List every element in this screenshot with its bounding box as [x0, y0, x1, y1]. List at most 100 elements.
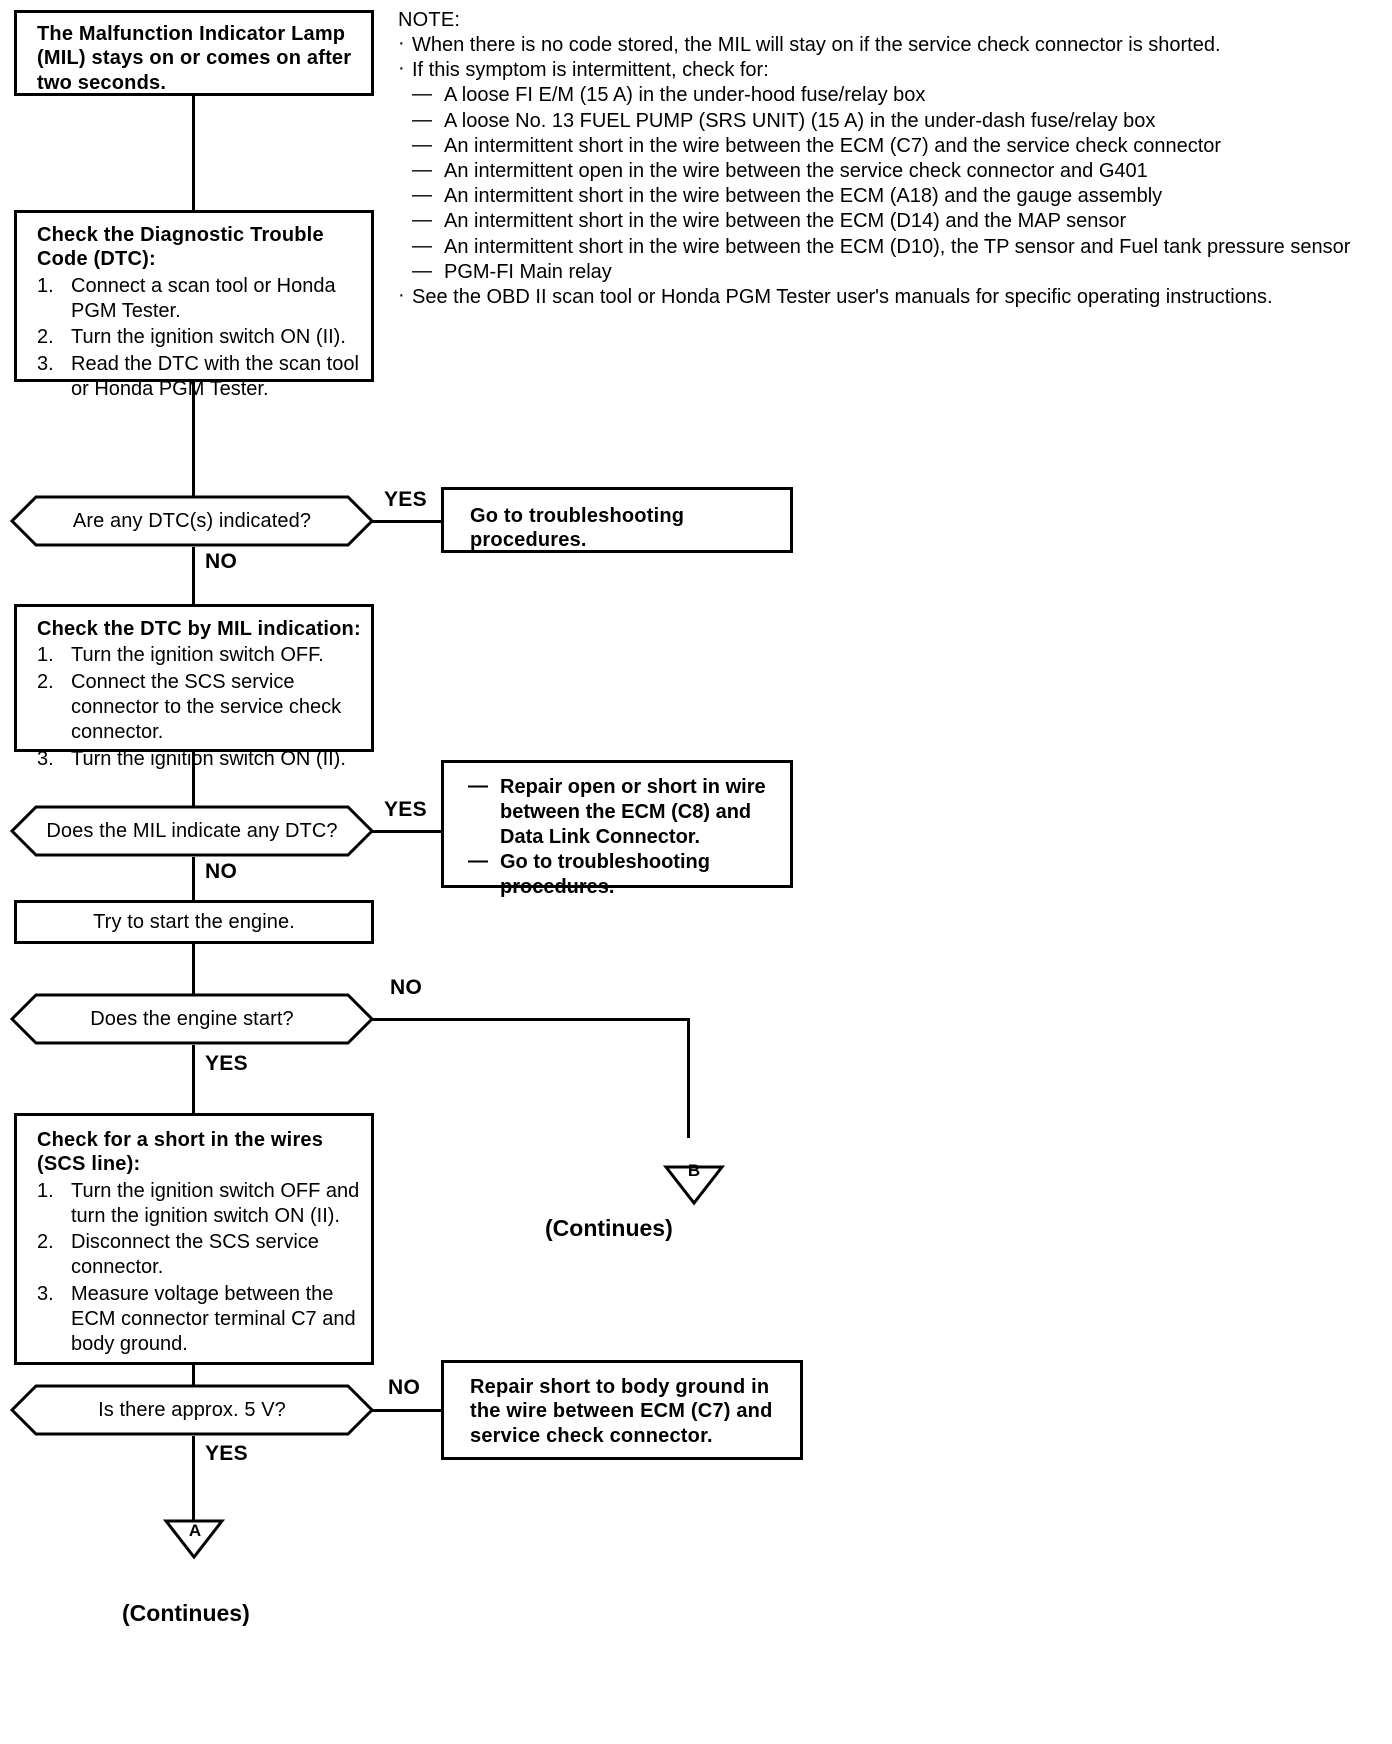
- no-branch-line-decision2: [192, 857, 195, 901]
- note-sub-item-text: An intermittent short in the wire betwee…: [444, 185, 1163, 208]
- step-number: 2.: [37, 326, 54, 349]
- symptom-box: The Malfunction Indicator Lamp (MIL) sta…: [14, 10, 374, 96]
- goto-troubleshooting-box: Go to troubleshooting procedures.: [441, 487, 793, 553]
- note-sub-item: — An intermittent open in the wire betwe…: [398, 159, 1378, 184]
- no-label-decision1: NO: [205, 550, 238, 573]
- step-text: Turn the ignition switch ON (II).: [71, 326, 346, 349]
- bullet-icon: ·: [398, 57, 405, 80]
- bullet-icon: ·: [398, 283, 405, 306]
- step-number: 1.: [37, 1179, 54, 1202]
- check-dtc-steps: 1. Connect a scan tool or Honda PGM Test…: [37, 274, 361, 402]
- note-sub-item: — An intermittent short in the wire betw…: [398, 184, 1378, 209]
- step-text: Connect the SCS service connector to the…: [71, 671, 342, 743]
- yes-branch-line-decision2: [372, 830, 444, 833]
- connector-b: B: [600, 1133, 776, 1207]
- note-sub-item: — PGM-FI Main relay: [398, 260, 1378, 285]
- check-dtc-box: Check the Diagnostic Trouble Code (DTC):…: [14, 210, 374, 400]
- note-bullet-2-text: If this symptom is intermittent, check f…: [412, 59, 769, 82]
- yes-label-decision2: YES: [384, 798, 427, 821]
- yes-label-decision3: YES: [205, 1052, 248, 1075]
- no-label-decision2: NO: [205, 860, 238, 883]
- note-bullet-1-text: When there is no code stored, the MIL wi…: [412, 34, 1221, 56]
- step-text: Turn the ignition switch OFF and turn th…: [71, 1179, 360, 1227]
- symptom-text: The Malfunction Indicator Lamp (MIL) sta…: [37, 23, 352, 94]
- dash-icon: —: [468, 775, 488, 797]
- step-text: Turn the ignition switch ON (II).: [71, 747, 346, 770]
- check-dtc-heading-line1: Check the Diagnostic Trouble: [37, 224, 324, 246]
- no-branch-drop-line-decision3: [687, 1018, 690, 1138]
- note-bullet-3-text: See the OBD II scan tool or Honda PGM Te…: [412, 285, 1273, 308]
- check-mil-steps: 1. Turn the ignition switch OFF. 2. Conn…: [37, 643, 361, 771]
- note-sub-list: — A loose FI E/M (15 A) in the under-hoo…: [398, 83, 1378, 285]
- decision-engine-start-question: Does the engine start?: [90, 1007, 294, 1030]
- step-number: 3.: [37, 1282, 54, 1305]
- note-sub-item: — An intermittent short in the wire betw…: [398, 134, 1378, 159]
- yes-branch-line-decision3: [192, 1045, 195, 1113]
- decision-engine-start: Does the engine start?: [10, 993, 374, 1045]
- try-start-text: Try to start the engine.: [93, 911, 295, 933]
- dash-icon: —: [468, 850, 488, 873]
- note-bullet-1: · When there is no code stored, the MIL …: [398, 32, 1378, 58]
- step-number: 3.: [37, 353, 54, 376]
- note-sub-item-text: PGM-FI Main relay: [444, 260, 612, 283]
- no-branch-line-decision3: [372, 1018, 690, 1021]
- note-sub-item: — A loose No. 13 FUEL PUMP (SRS UNIT) (1…: [398, 109, 1378, 134]
- connector-a: A: [120, 1515, 270, 1589]
- repair-body-ground-box: Repair short to body ground in the wire …: [441, 1360, 803, 1460]
- check-scs-box: Check for a short in the wires (SCS line…: [14, 1113, 374, 1365]
- step-number: 1.: [37, 644, 54, 667]
- decision-mil-indicates-dtc: Does the MIL indicate any DTC?: [10, 805, 374, 857]
- bullet-icon: ·: [398, 32, 405, 54]
- note-sub-item: — An intermittent short in the wire betw…: [398, 235, 1378, 260]
- check-dtc-step: 1. Connect a scan tool or Honda PGM Test…: [37, 274, 361, 324]
- step-text: Connect a scan tool or Honda PGM Tester.: [71, 274, 336, 322]
- no-label-decision3: NO: [390, 976, 423, 999]
- repair-dlc-item: — Go to troubleshooting procedures.: [468, 850, 780, 900]
- check-scs-step: 2. Disconnect the SCS service connector.: [37, 1230, 361, 1280]
- note-sub-item: — An intermittent short in the wire betw…: [398, 209, 1378, 234]
- check-mil-step: 1. Turn the ignition switch OFF.: [37, 643, 361, 668]
- dash-icon: —: [412, 234, 432, 257]
- note-sub-item: — A loose FI E/M (15 A) in the under-hoo…: [398, 83, 1378, 108]
- note-sub-item-text: An intermittent open in the wire between…: [444, 159, 1148, 182]
- check-mil-box: Check the DTC by MIL indication: 1. Turn…: [14, 604, 374, 770]
- repair-dlc-items: — Repair open or short in wire between t…: [468, 775, 780, 900]
- connector-line-checkdtc-to-decision1: [192, 382, 195, 496]
- dash-icon: —: [412, 184, 432, 207]
- check-mil-step: 3. Turn the ignition switch ON (II).: [37, 747, 361, 772]
- no-branch-line-decision1: [192, 547, 195, 604]
- try-start-box: Try to start the engine.: [14, 900, 374, 944]
- note-sub-item-text: An intermittent short in the wire betwee…: [444, 210, 1127, 233]
- decision-approx-5v: Is there approx. 5 V?: [10, 1384, 374, 1436]
- connector-line-checkmil-to-decision2: [192, 752, 195, 806]
- step-text: Turn the ignition switch OFF.: [71, 644, 324, 667]
- check-scs-step: 3. Measure voltage between the ECM conne…: [37, 1282, 361, 1356]
- dash-icon: —: [412, 158, 432, 181]
- check-scs-step: 1. Turn the ignition switch OFF and turn…: [37, 1179, 361, 1229]
- note-block: NOTE: · When there is no code stored, th…: [398, 8, 1378, 310]
- yes-label-decision1: YES: [384, 488, 427, 511]
- repair-dlc-box: — Repair open or short in wire between t…: [441, 760, 793, 898]
- note-sub-item-text: An intermittent short in the wire betwee…: [444, 235, 1351, 258]
- check-dtc-heading-line2: Code (DTC):: [37, 248, 156, 271]
- step-text: Measure voltage between the ECM connecto…: [71, 1282, 356, 1355]
- decision-5v-question: Is there approx. 5 V?: [98, 1398, 286, 1421]
- step-number: 2.: [37, 671, 54, 694]
- decision-dtc-question: Are any DTC(s) indicated?: [72, 509, 312, 532]
- decision-mil-question: Does the MIL indicate any DTC?: [46, 819, 338, 842]
- check-mil-step: 2. Connect the SCS service connector to …: [37, 670, 361, 744]
- yes-branch-line-decision4: [192, 1436, 195, 1520]
- repair-body-ground-text: Repair short to body ground in the wire …: [470, 1376, 773, 1447]
- repair-dlc-item-text: Go to troubleshooting procedures.: [500, 851, 710, 899]
- note-bullet-3: · See the OBD II scan tool or Honda PGM …: [398, 283, 1378, 310]
- dash-icon: —: [412, 83, 432, 106]
- step-text: Disconnect the SCS service connector.: [71, 1231, 319, 1279]
- continues-label-b: (Continues): [545, 1215, 673, 1241]
- repair-dlc-item-text: Repair open or short in wire between the…: [500, 776, 766, 848]
- connector-line-symptom-to-checkdtc: [192, 96, 195, 210]
- check-scs-steps: 1. Turn the ignition switch OFF and turn…: [37, 1179, 361, 1357]
- step-number: 3.: [37, 747, 54, 770]
- check-dtc-step: 3. Read the DTC with the scan tool or Ho…: [37, 352, 361, 402]
- step-number: 2.: [37, 1231, 54, 1254]
